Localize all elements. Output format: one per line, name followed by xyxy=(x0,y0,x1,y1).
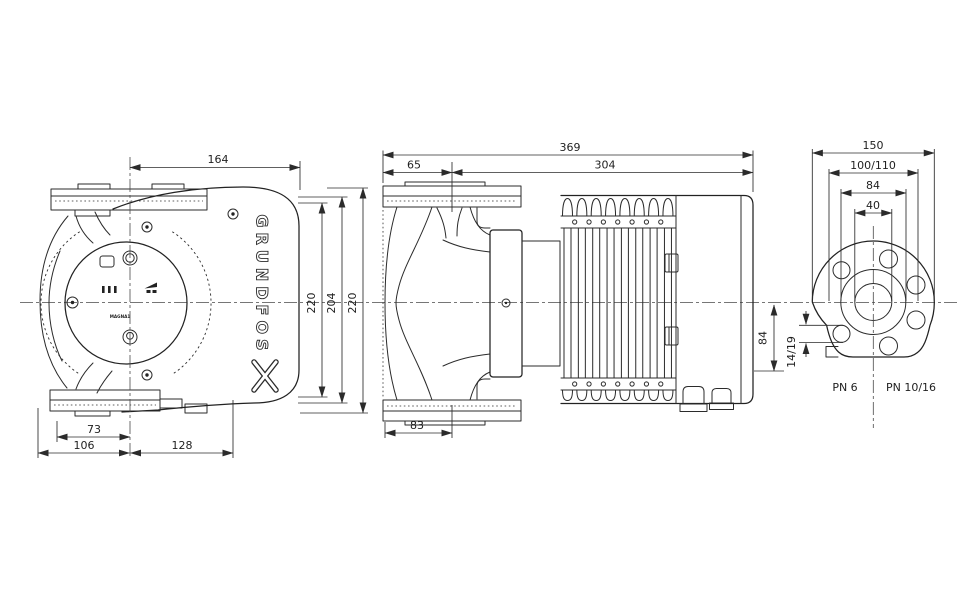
panel-model-label: MAGNA1 xyxy=(110,314,131,319)
dim-axis-to-end: 304 xyxy=(595,159,616,172)
dim-base-a: 73 xyxy=(87,423,101,436)
dim-below-axis: 84 xyxy=(757,331,770,345)
dim-bore-dia: 40 xyxy=(866,199,880,212)
control-panel: MAGNA1 xyxy=(99,250,157,345)
side-dimensions: 369 65 304 83 84 xyxy=(382,141,784,438)
dim-total-length: 369 xyxy=(560,141,581,154)
clamp-ring xyxy=(521,240,561,367)
label-pn6: PN 6 xyxy=(832,381,857,394)
flange-dimensions: 150 100/110 84 40 14/19 PN 6 PN 10/16 xyxy=(785,139,936,394)
dim-hub-dia: 84 xyxy=(866,179,880,192)
brand-x-logo-icon xyxy=(251,359,279,393)
side-view: 369 65 304 83 84 xyxy=(382,141,784,438)
speed-bar-icon xyxy=(102,286,105,293)
hidden-ring-arc-right xyxy=(172,231,212,375)
label-pn1016: PN 10/16 xyxy=(886,381,936,394)
dim-height-outer: 220 xyxy=(346,293,359,314)
bolt-holes xyxy=(832,249,926,356)
dim-base: 83 xyxy=(410,419,424,432)
dim-height-mid: 204 xyxy=(325,293,338,314)
screw-icons xyxy=(66,208,239,381)
flange-view: 150 100/110 84 40 14/19 PN 6 PN 10/16 xyxy=(785,139,936,428)
dim-height-inner: 220 xyxy=(305,293,318,314)
pump-head-face xyxy=(64,241,188,365)
dim-outer-dia: 150 xyxy=(863,139,884,152)
brand-label: GRUNDFOS xyxy=(253,214,272,355)
front-view: MAGNA1 GRUNDFOS 164 xyxy=(37,153,368,458)
flange-outline xyxy=(811,240,935,358)
hidden-ring-arc-left xyxy=(40,231,80,375)
motor-body-outline xyxy=(560,194,754,405)
dim-base-b: 106 xyxy=(74,439,95,452)
volute-casting xyxy=(384,206,491,401)
dim-width-top: 164 xyxy=(208,153,229,166)
display-icon xyxy=(99,255,115,268)
front-dimensions: 164 220 204 220 73 106 128 xyxy=(37,153,368,458)
cooling-fins xyxy=(560,198,677,401)
clip-icon xyxy=(664,253,679,273)
dim-hole-dia: 14/19 xyxy=(785,336,798,368)
front-top-flange xyxy=(50,188,208,211)
front-control-box-outline xyxy=(112,186,300,413)
dim-base-c: 128 xyxy=(172,439,193,452)
clip-icon xyxy=(664,326,679,346)
dim-bolt-circle: 100/110 xyxy=(850,159,896,172)
flange-foot-notch xyxy=(825,346,839,358)
dim-flange-to-axis: 65 xyxy=(407,159,421,172)
raised-face-circle xyxy=(840,269,907,335)
gauge-arrow-icon xyxy=(144,282,157,289)
cable-gland-icons xyxy=(679,386,734,412)
